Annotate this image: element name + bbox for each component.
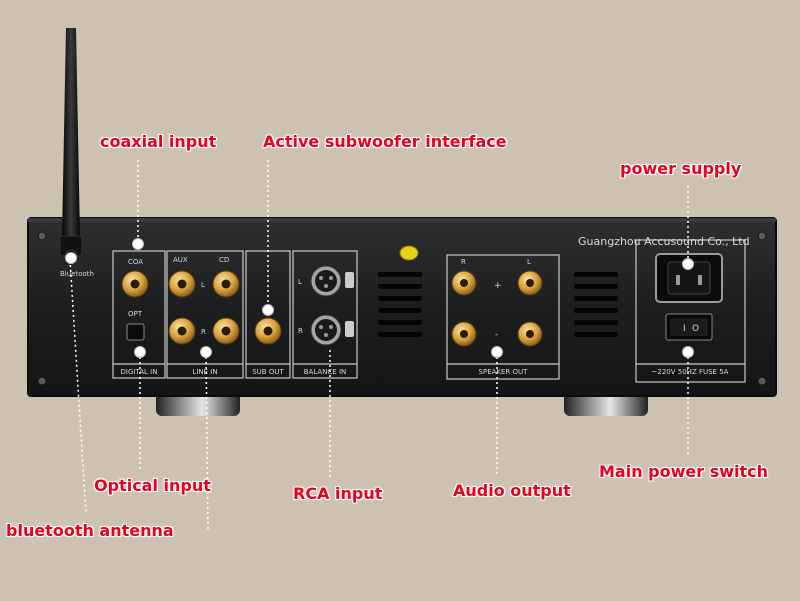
- panel-frames: [112, 239, 746, 383]
- xlr-left: [310, 265, 354, 297]
- aux-label: AUX: [173, 256, 188, 264]
- main-power-switch: [665, 313, 713, 341]
- cd-right-jack: [212, 317, 240, 345]
- callout-power-supply: power supply: [620, 159, 742, 178]
- line-in-label: LINE IN: [192, 368, 217, 376]
- balance-in-label: BALANCE IN: [304, 368, 347, 376]
- switch-off-label: O: [692, 324, 699, 334]
- line-in-left-label: L: [201, 281, 205, 289]
- speaker-out-label: SPEAKER OUT: [479, 368, 529, 376]
- chassis-screws: [37, 231, 767, 386]
- callout-lines: [69, 160, 689, 531]
- line-in-right-label: R: [201, 328, 206, 336]
- coaxial-jack: [121, 270, 149, 298]
- opt-label: OPT: [128, 310, 143, 318]
- rca-jacks: [121, 270, 282, 345]
- aux-left-jack: [168, 270, 196, 298]
- digital-in-label: DIGITAL IN: [121, 368, 158, 376]
- balance-left-label: L: [298, 278, 302, 286]
- bluetooth-antenna: [59, 28, 83, 263]
- balance-right-label: R: [298, 327, 303, 335]
- callout-dots: [65, 238, 694, 358]
- line-in-frame: [166, 250, 244, 379]
- aux-right-jack: [168, 317, 196, 345]
- speaker-out-frame: [446, 254, 560, 380]
- sub-out-jack: [254, 317, 282, 345]
- vent-slots: [378, 272, 618, 337]
- digital-in-frame: [112, 250, 166, 379]
- warning-sticker: [399, 245, 419, 261]
- cd-label: CD: [219, 256, 229, 264]
- power-inlet: [655, 253, 723, 303]
- callout-main-power-switch: Main power switch: [599, 462, 769, 481]
- fuse-label: ~220V 50HZ FUSE 5A: [652, 368, 729, 376]
- sub-out-label: SUB OUT: [252, 368, 284, 376]
- speaker-binding-posts: [451, 270, 543, 347]
- power-frame: [635, 239, 746, 383]
- callout-optical-input: Optical input: [94, 476, 211, 495]
- brand-text: Guangzhou Accusound Co., Ltd: [578, 235, 750, 248]
- speaker-right-label: R: [461, 258, 466, 266]
- callout-rca-input: RCA input: [293, 484, 383, 503]
- coa-label: COA: [128, 258, 143, 266]
- optical-port: [126, 323, 145, 341]
- xlr-inputs: [310, 265, 354, 346]
- speaker-plus-label: +: [494, 281, 502, 291]
- speaker-minus-label: -: [495, 330, 498, 340]
- callout-coaxial-input: coaxial input: [100, 132, 217, 151]
- balance-in-frame: [292, 250, 358, 379]
- callout-audio-output: Audio output: [453, 481, 571, 500]
- speaker-left-label: L: [527, 258, 531, 266]
- callout-bluetooth-antenna: bluetooth antenna: [6, 521, 174, 540]
- bluetooth-label: Bluetooth: [60, 270, 94, 278]
- xlr-right: [310, 314, 354, 346]
- callout-active-subwoofer: Active subwoofer interface: [263, 132, 507, 151]
- switch-on-label: I: [683, 324, 686, 334]
- cd-left-jack: [212, 270, 240, 298]
